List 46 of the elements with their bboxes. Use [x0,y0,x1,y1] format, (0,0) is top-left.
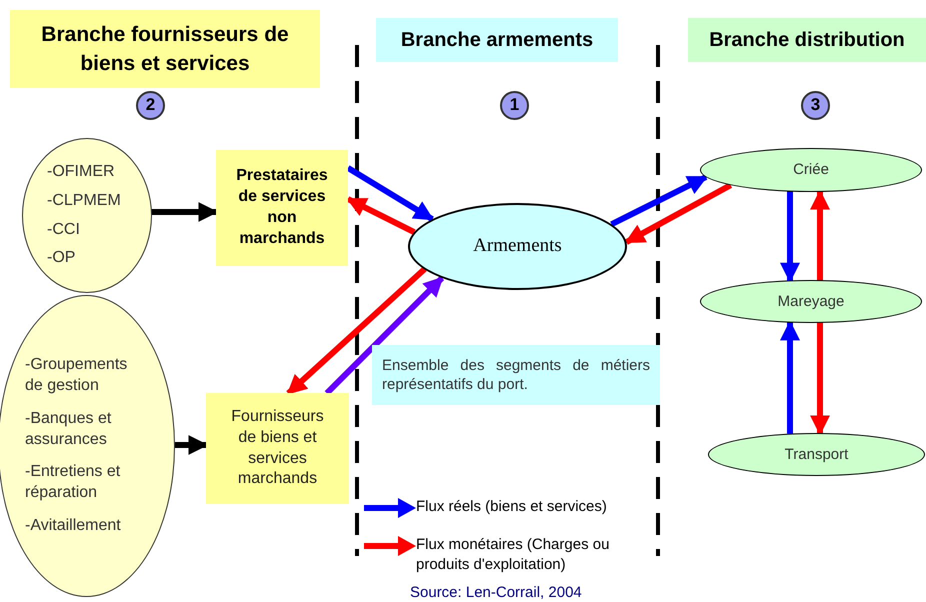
node-text: Mareyage [778,292,844,312]
node-text: Branche distribution [709,28,905,53]
heading-box [688,18,926,62]
arrow [324,276,444,396]
number-badge [500,91,529,120]
node-text: Fournisseurs de biens et services marchands [231,406,324,490]
node-text: Criée [793,160,829,180]
node-text: Prestataires de services non marchands [235,166,329,249]
arrow [286,266,427,396]
arrow [810,190,830,280]
arrow [152,202,218,222]
node-text: Branche fournisseurs de biens et services [40,22,290,77]
node-text: -OFIMER [47,162,115,182]
node-text: 3 [810,94,820,116]
heading-box [376,18,618,62]
arrow [780,191,800,283]
node-text: Transport [784,444,848,464]
heading-box [10,10,320,88]
arrow [624,182,732,245]
number-badge [136,91,165,120]
node-text: -OP [47,248,76,268]
arrow [346,165,434,222]
node-text: -Banques et assurances [25,408,112,450]
node-text: Armements [473,234,562,258]
arrow [610,174,708,227]
process-box [206,393,349,504]
node-text: -CCI [47,220,80,240]
node-text: 1 [510,94,520,116]
node-text: -Avitaillement [25,516,121,536]
legend-text: Flux réels (biens et services) [416,497,608,517]
process-ellipse [700,148,922,192]
node-text: Branche armements [400,28,594,53]
node-text: -Entretiens et réparation [25,462,122,504]
process-box [216,150,348,266]
node-text: Ensemble des segments de métiers représentatifs du port. [382,356,650,394]
source-note: Source: Len-Corrail, 2004 [410,584,582,601]
node-text: 2 [146,94,156,116]
note-box [372,345,660,405]
arrow [780,320,800,434]
arrow [346,196,416,235]
arrow [174,435,208,455]
number-badge [801,91,830,120]
node-text: -Groupements de gestion [25,355,128,396]
legend-text: Flux monétaires (Charges ou produits d'exploitation) [416,535,610,576]
node-text: -CLPMEM [47,190,121,211]
arrow [810,322,830,436]
